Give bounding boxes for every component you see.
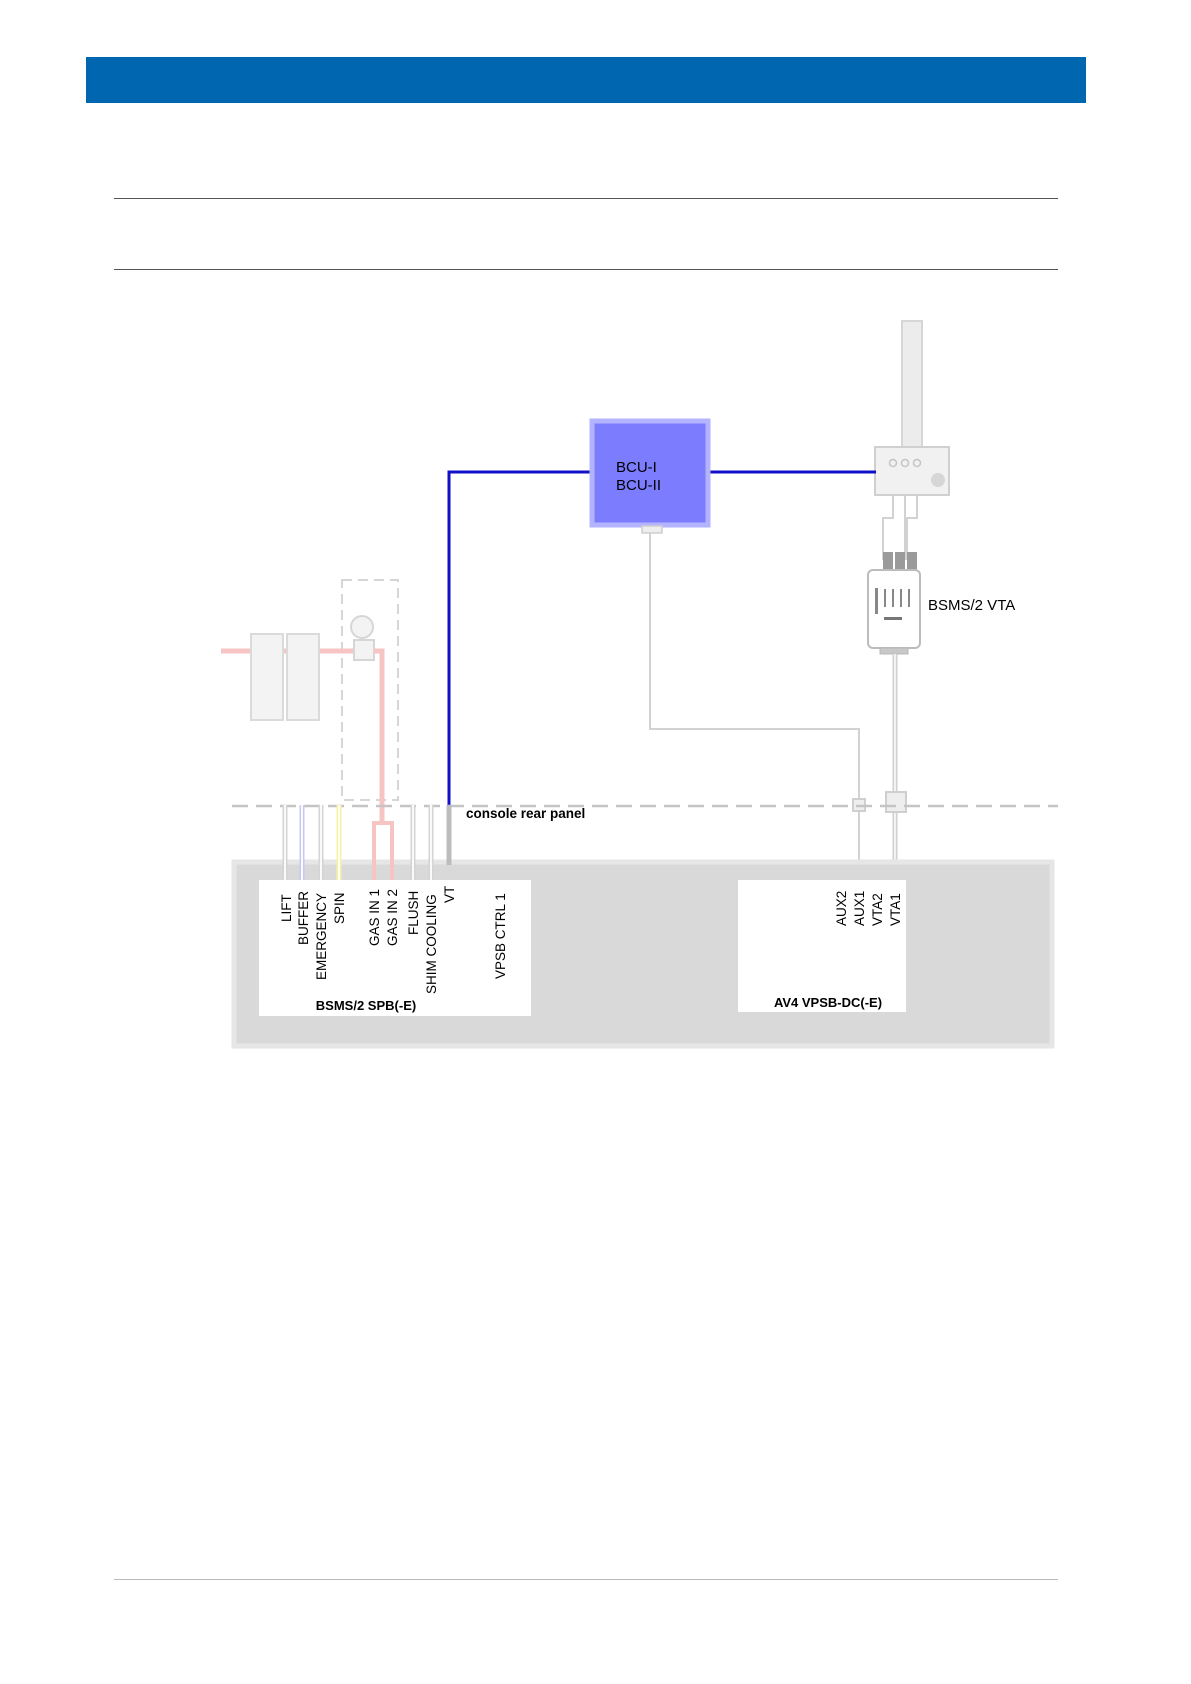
panel-feedthrough [886, 792, 906, 812]
vta-marking [884, 589, 886, 607]
port-label-flush: FLUSH [406, 891, 421, 935]
bcu-cable-vt [449, 472, 592, 805]
pressure-gauge-icon [351, 616, 373, 638]
gas-filter [251, 634, 283, 720]
gas-regulator-enclosure [342, 580, 398, 800]
bcu-aux-cable [650, 529, 859, 876]
port-label-vta1: VTA1 [888, 893, 903, 926]
bcu-label-1: BCU-I [616, 459, 657, 476]
port-label-lift: LIFT [279, 894, 294, 922]
port-label-aux2: AUX2 [834, 891, 849, 926]
pressure-regulator [354, 640, 374, 660]
rear-panel-label: console rear panel [466, 806, 585, 821]
port-label-shim-cooling: SHIM COOLING [424, 894, 439, 994]
probe-connector-icon [931, 473, 945, 487]
port-label-buffer: BUFFER [296, 891, 311, 945]
bcu-connector [642, 526, 662, 533]
vta-cable [883, 495, 893, 560]
vta-label: BSMS/2 VTA [928, 597, 1015, 614]
spb-label: BSMS/2 SPB(-E) [316, 998, 416, 1013]
vpsb-label: AV4 VPSB-DC(-E) [774, 995, 882, 1010]
vta-logo-icon [884, 617, 902, 620]
port-label-vpsb-ctrl-1: VPSB CTRL 1 [493, 893, 508, 979]
port-label-emergency: EMERGENCY [314, 893, 329, 980]
port-label-aux1: AUX1 [852, 891, 867, 926]
gas-supply-line [374, 651, 382, 823]
port-label-spin: SPIN [332, 892, 347, 924]
vta-marking [908, 589, 910, 607]
probe-stem [902, 321, 922, 449]
vta-cable [907, 495, 917, 560]
port-label-gas-in-1: GAS IN 1 [367, 889, 382, 946]
port-label-vt: VT [442, 886, 457, 903]
gas-filter [287, 634, 319, 720]
port-label-vta2: VTA2 [870, 893, 885, 926]
vta-marking [892, 589, 894, 607]
vta-marking [875, 588, 878, 614]
vta-marking [900, 589, 902, 607]
probe-base [875, 447, 949, 495]
bcu-label-2: BCU-II [616, 477, 661, 494]
vta-foot [880, 648, 908, 654]
port-label-gas-in-2: GAS IN 2 [385, 889, 400, 946]
